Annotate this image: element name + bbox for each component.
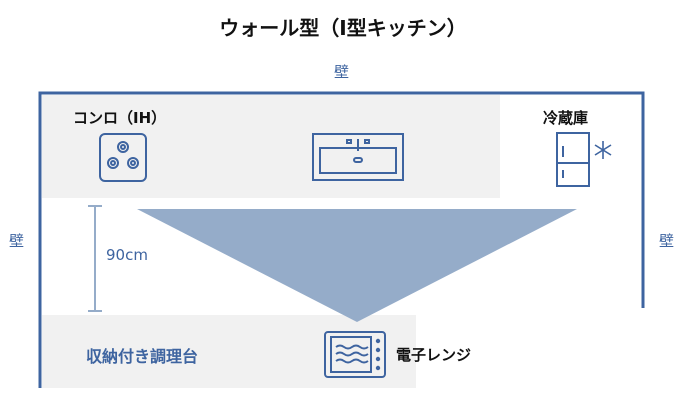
sink-icon <box>312 133 404 181</box>
snowflake-icon <box>594 141 612 159</box>
distance-label: 90cm <box>106 246 148 264</box>
counter-label: 収納付き調理台 <box>86 347 199 366</box>
stove-label: コンロ（IH） <box>73 109 167 127</box>
wall-label-left: 壁 <box>9 232 25 250</box>
dimension-line <box>88 205 102 312</box>
microwave-label: 電子レンジ <box>396 346 472 364</box>
fridge-label: 冷蔵庫 <box>543 109 589 127</box>
work-triangle <box>137 209 577 322</box>
wall-label-top: 壁 <box>334 63 350 81</box>
diagram-title: ウォール型（I型キッチン） <box>219 16 467 40</box>
ih-stove-icon <box>99 133 147 182</box>
bottom-counter <box>42 315 416 388</box>
wall-outline <box>38 91 645 388</box>
microwave-icon <box>324 331 386 378</box>
fridge-icon <box>556 132 590 187</box>
wall-label-right: 壁 <box>659 232 675 250</box>
